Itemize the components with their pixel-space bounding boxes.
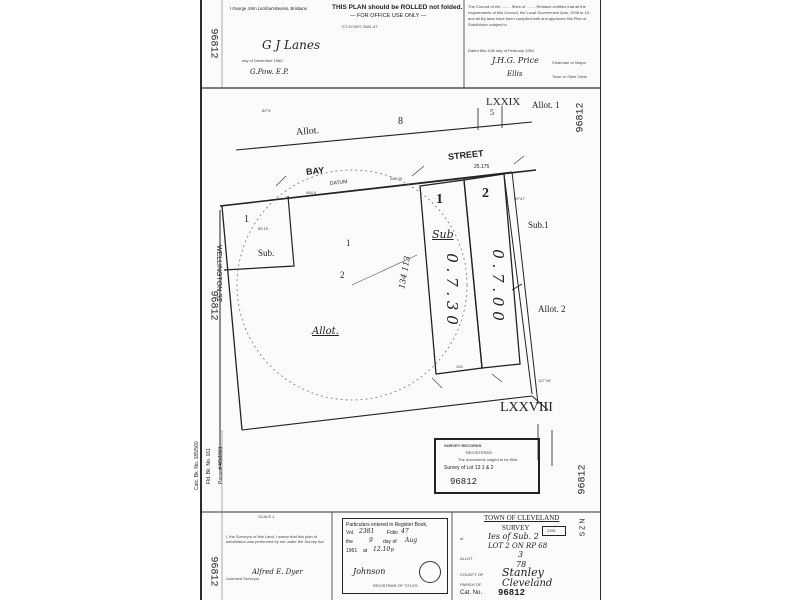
lot-1-number: 1 xyxy=(436,192,443,207)
sub-1-left: 1 xyxy=(244,214,249,225)
registrar-label: REGISTRAR OF TITLES xyxy=(373,583,418,588)
dim-left: 484.9 xyxy=(306,190,317,195)
register-month: Aug xyxy=(405,537,418,544)
section-lxxviii: LXXVIII xyxy=(500,400,553,415)
bay-label: BAY xyxy=(305,165,325,177)
register-the-label: the xyxy=(346,539,353,545)
survey-line: Ies of Sub. 2 xyxy=(488,532,539,541)
corner-box-text: 2381 xyxy=(547,528,556,533)
registrar-signature: Johnson xyxy=(353,567,386,576)
register-vol-label: Vol. xyxy=(346,530,355,536)
dim-100-top: 100 xyxy=(450,178,457,183)
chairman-label: Chairman or Mayor xyxy=(552,60,587,65)
county-name: Stanley xyxy=(502,566,544,579)
lot-2-area: 0 . 7 . 0 0 xyxy=(488,249,507,321)
surveyor-declaration: I, the Surveyor of this Land, I swear th… xyxy=(226,534,324,544)
surveyor-signature: G J Lanes xyxy=(262,38,321,52)
dim-side: 89.15 xyxy=(258,226,269,231)
lot-2-number: 2 xyxy=(482,186,489,201)
chairman-signature: J.H.G. Price xyxy=(492,56,539,65)
field-book: Fld. Bk. No. 161 xyxy=(206,448,212,484)
county-label: COUNTY OF xyxy=(460,572,484,577)
allot-2-right: Allot. 2 xyxy=(538,304,566,314)
bearing-right: 90°47' xyxy=(514,196,526,201)
council-certification: The Council of the ........ Shire of ...… xyxy=(468,4,592,27)
surveyor-date: day of December 1960 xyxy=(242,58,283,63)
corner-box: 2381 xyxy=(542,526,566,536)
allot-1-top: Allot. 1 xyxy=(532,100,560,110)
section-lxxix: LXXIX xyxy=(486,96,521,108)
surveyor-signature-2: Alfred E. Dyer xyxy=(252,568,303,576)
witness-signature: G.Pow. E.P. xyxy=(250,68,289,76)
licensed-surveyor: Licensed Surveyor xyxy=(226,576,260,581)
survey-label: SURVEY xyxy=(502,524,530,532)
bearing-top: 89°4' xyxy=(262,108,272,113)
register-vol: 2381 xyxy=(359,528,375,535)
plan-number-bottom-left: 96812 xyxy=(207,556,219,587)
calc-book: Calc. Bk. No. 185/560 xyxy=(194,441,200,490)
clerk-signature: Ellis xyxy=(507,70,523,78)
wellington-street: WELLINGTON ST xyxy=(215,244,223,303)
section-number: 78 xyxy=(516,560,527,569)
register-time-suffix: P xyxy=(391,548,395,554)
registrar-seal xyxy=(419,561,441,583)
allot-label: ALLOT xyxy=(460,556,473,561)
register-day-of: day of xyxy=(383,539,397,545)
plan-title-sub: — FOR OFFICE USE ONLY — xyxy=(350,13,427,19)
dim-mid: 264.25 xyxy=(390,176,403,181)
corner-code: S Z N xyxy=(579,518,587,537)
ct-reference: CT 671097 2081-47 xyxy=(342,24,378,29)
cat-number: 96812 xyxy=(498,588,526,598)
survey-plan-sheet: THIS PLAN should be ROLLED not folded. —… xyxy=(194,0,601,600)
town-label: TOWN OF CLEVELAND xyxy=(484,514,560,522)
register-block: Particulars entered in Register Book, Vo… xyxy=(342,518,448,594)
dated-line: Dated this 12th day of February 1961 xyxy=(468,48,535,53)
allot-number: 3 xyxy=(518,550,524,559)
parish-label: PARISH OF xyxy=(460,582,482,587)
registry-stamp: SURVEY RECORDS REGISTERED The documents … xyxy=(434,438,540,494)
register-time: 12.10 xyxy=(373,546,391,553)
allot-8-label: Allot. xyxy=(295,125,320,138)
register-at-label: at xyxy=(363,548,368,554)
bearing-far-right: 117°46' xyxy=(538,378,552,383)
scale-label: SCALE 1 xyxy=(258,514,275,519)
survey-of-label: of xyxy=(460,536,464,541)
clerk-label: Town or Shire Clerk xyxy=(552,74,587,79)
allot-8-number: 8 xyxy=(398,116,403,127)
register-folio: 47 xyxy=(401,528,409,535)
distance-top: 25.175 xyxy=(474,164,490,170)
passed-date: Passed 4/5/1961 xyxy=(218,446,224,484)
register-folio-label: Folio xyxy=(387,530,398,536)
center-lot-1: 1 xyxy=(346,238,351,248)
center-lot-2: 2 xyxy=(340,270,345,280)
dim-100-bottom: 100 xyxy=(456,364,463,369)
register-day: 9 xyxy=(369,537,373,544)
plan-number-mid-right: 96812 xyxy=(577,464,589,495)
sub-word: Sub xyxy=(432,228,454,241)
plan-number-top-left: 96812 xyxy=(207,28,219,59)
stamp-sub-text: The documents lodged to be filed xyxy=(458,457,518,462)
stamp-line-1: SURVEY RECORDS xyxy=(444,443,482,448)
sub-left-label: Sub. xyxy=(258,248,275,258)
plan-title: THIS PLAN should be ROLLED not folded. xyxy=(332,4,463,11)
allot-center: Allot. xyxy=(312,326,339,337)
plan-linework xyxy=(202,0,600,600)
section-lxxix-sub: 5 xyxy=(490,108,494,117)
lot-1-area: 0 . 7 . 3 0 xyxy=(442,253,461,325)
stamp-plan-number: 96812 xyxy=(450,477,478,487)
parish-name: Cleveland xyxy=(502,578,553,589)
sub-1-right: Sub.1 xyxy=(528,220,549,230)
lot-line: LOT 2 ON RP 68 xyxy=(488,542,548,550)
surveyor-name: I George John Lockhart-Beams, Brisbane xyxy=(230,6,308,11)
register-line-1: Particulars entered in Register Book, xyxy=(346,522,428,528)
stamp-line-3: Survey of Lot 13 1 & 2 xyxy=(444,465,494,471)
register-year: 1961 xyxy=(346,548,358,554)
cat-label: Cat. No. xyxy=(460,590,483,596)
plan-number-top-right: 96812 xyxy=(575,102,587,133)
stamp-line-2: REGISTERED xyxy=(466,450,493,455)
